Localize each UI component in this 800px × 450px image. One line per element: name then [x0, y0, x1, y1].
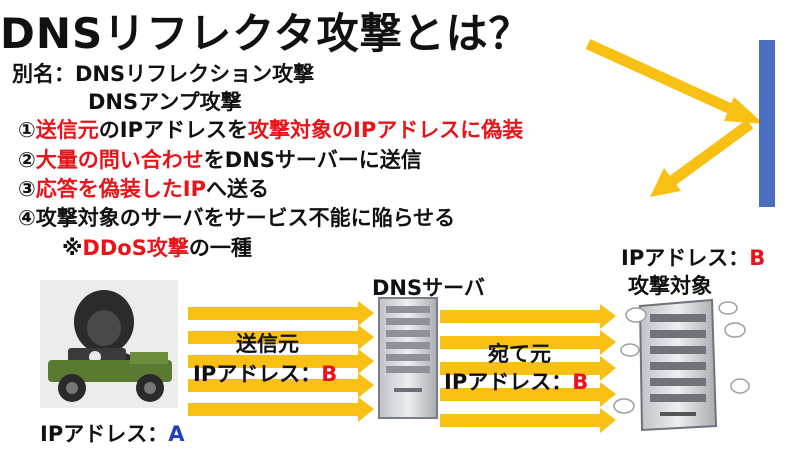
step-4: ④攻撃対象のサーバをサービス不能に陥らせる — [18, 202, 455, 232]
note-mark: ※ — [62, 236, 83, 260]
reflected-arrow-head — [650, 168, 681, 197]
reflection-diagram — [585, 38, 775, 207]
dns-server-icon — [378, 297, 438, 419]
ip-value: B — [572, 370, 589, 394]
step-number: ② — [18, 148, 36, 172]
ip-value: B — [321, 362, 338, 386]
attacker-illustration — [40, 280, 178, 408]
smoke-puff-icon — [613, 301, 750, 414]
step-highlight: 大量の問い合わせ — [35, 148, 204, 172]
request-arrows — [188, 301, 374, 422]
ip-label-text: IPアドレス： — [40, 422, 169, 446]
ip-label-text: IPアドレス： — [193, 362, 322, 386]
step-text: 攻撃対象のサーバをサービス不能に陥らせる — [35, 206, 456, 230]
step-number: ① — [18, 118, 36, 142]
response-arrows — [440, 304, 616, 433]
step-number: ④ — [18, 206, 36, 230]
note-text: の一種 — [188, 236, 252, 260]
ddos-note: ※DDoS攻撃の一種 — [62, 232, 252, 262]
attacker-ip-label: IPアドレス：A — [40, 418, 184, 448]
step-text: のIPアドレスを — [98, 118, 248, 142]
target-role-label: 攻撃対象 — [628, 274, 712, 298]
step-number: ③ — [18, 177, 36, 201]
step-highlight: 攻撃対象のIPアドレスに偽装 — [248, 118, 524, 142]
step-text: をDNSサーバーに送信 — [203, 148, 422, 172]
step-3: ③応答を偽装したIPへ送る — [18, 173, 269, 203]
target-ip-label: IPアドレス：B — [621, 242, 765, 272]
ip-value: A — [168, 422, 185, 446]
incoming-arrow-head — [724, 97, 764, 124]
alias-row-2: DNSアンプ攻撃 — [88, 86, 242, 116]
step-text: へ送る — [206, 177, 269, 201]
request-label-line1: 送信元 — [236, 332, 299, 356]
step-highlight: 応答を偽装したIP — [35, 177, 206, 201]
step-1: ①送信元のIPアドレスを攻撃対象のIPアドレスに偽装 — [18, 114, 523, 144]
alias-1: DNSリフレクション攻撃 — [75, 62, 315, 86]
request-label-line2: IPアドレス：B — [193, 358, 337, 388]
ip-label-text: IPアドレス： — [444, 370, 573, 394]
ip-label-text: IPアドレス： — [621, 246, 750, 270]
page-title: DNSリフレクタ攻撃とは？ — [0, 9, 532, 58]
response-label-line2: IPアドレス：B — [444, 366, 588, 396]
alias-row-1: 別名：DNSリフレクション攻撃 — [12, 58, 314, 88]
alias-label: 別名： — [12, 62, 75, 86]
incoming-arrow-shaft — [585, 38, 745, 120]
response-label-line1: 宛て元 — [488, 342, 551, 366]
reflection-wall — [759, 40, 775, 207]
dns-server-label: DNSサーバ — [372, 276, 485, 300]
note-highlight: DDoS攻撃 — [82, 236, 189, 260]
step-highlight: 送信元 — [35, 118, 99, 142]
target-server-icon — [613, 298, 750, 432]
alias-2: DNSアンプ攻撃 — [88, 90, 242, 114]
reflected-arrow-shaft — [668, 119, 754, 186]
ip-value: B — [749, 246, 766, 270]
step-2: ②大量の問い合わせをDNSサーバーに送信 — [18, 144, 422, 174]
